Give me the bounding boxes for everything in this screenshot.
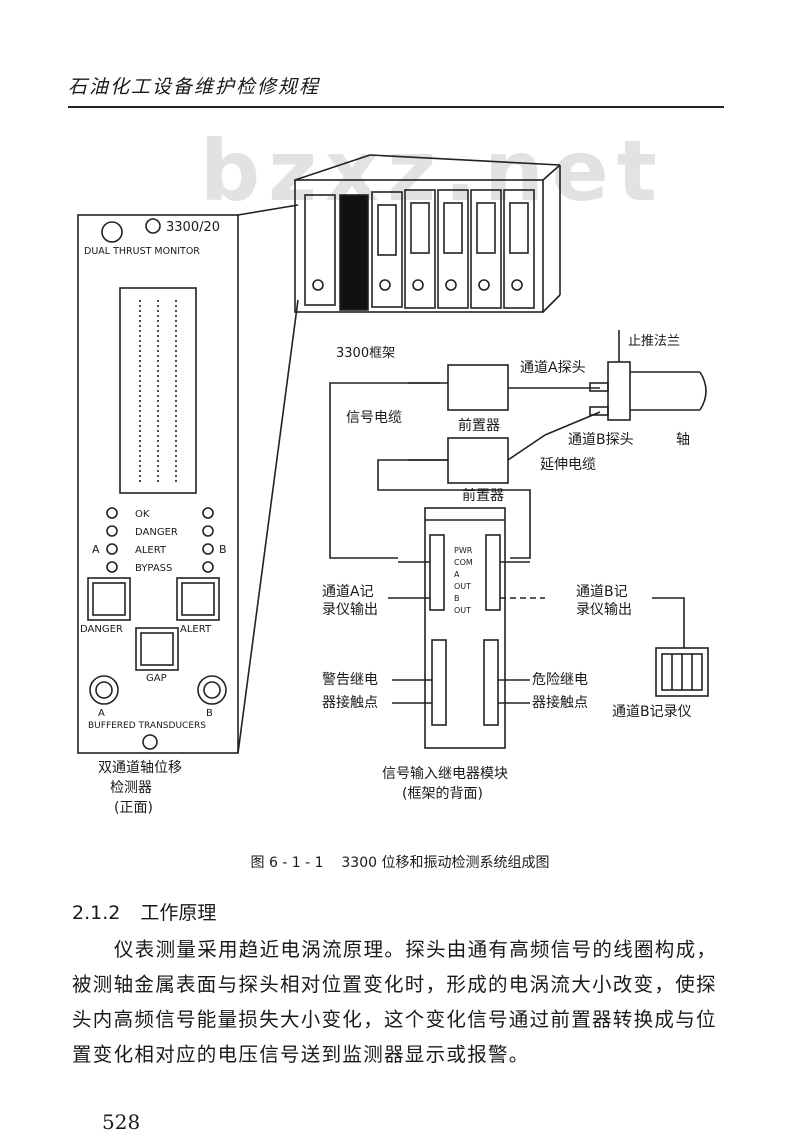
figure-caption: 图 6 - 1 - 1 3300 位移和振动检测系统组成图 [0, 852, 800, 872]
page-number: 528 [102, 1110, 141, 1134]
monitor-name: DUAL THRUST MONITOR [84, 246, 200, 257]
section-number: 2.1.2 [72, 902, 121, 924]
light-danger: DANGER [135, 527, 178, 538]
gap-button [135, 627, 179, 671]
channel-b-recorder-label: 通道B记录仪 [612, 704, 692, 720]
figure-title: 3300 位移和振动检测系统组成图 [341, 855, 550, 871]
alarm-relay-label: 器接触点 [322, 694, 378, 711]
alarm-relay-label: 警告继电 [322, 672, 378, 688]
bargraph-window [119, 287, 197, 494]
preamp-2 [447, 437, 509, 484]
system-diagram: 3300/20 DUAL THRUST MONITOR OK DANGER AL… [77, 154, 709, 816]
channel-b-recorder-output-label: 通道B记 [576, 584, 628, 600]
monitor-panel [77, 214, 239, 754]
channel-a-probe-label: 通道A探头 [520, 360, 586, 376]
relay-module [424, 507, 506, 749]
extension-cable-label: 延伸电缆 [540, 457, 596, 473]
danger-relay-label: 危险继电 [532, 672, 588, 688]
terminal-label: OUT [454, 606, 471, 615]
channel-b-recorder-output-label: 录仪输出 [576, 602, 632, 618]
alert-label: ALERT [180, 624, 212, 635]
section-heading: 2.1.2 工作原理 [72, 898, 216, 925]
body-paragraph: 仪表测量采用趋近电涡流原理。探头由通有高频信号的线圈构成，被测轴金属表面与探头相… [72, 938, 718, 1066]
light-ok: OK [135, 509, 150, 520]
alert-button [176, 577, 220, 621]
danger-relay-label: 器接触点 [532, 694, 588, 711]
signal-cable-label: 信号电缆 [346, 410, 402, 426]
danger-button [87, 577, 131, 621]
preamp-1 [447, 364, 509, 411]
channel-b-mark: B [219, 543, 227, 556]
shaft-label: 轴 [676, 432, 690, 448]
rack-frame [294, 179, 544, 313]
terminal-label: COM [454, 558, 473, 567]
running-header: 石油化工设备维护检修规程 [68, 76, 321, 98]
channel-a-mark: A [92, 543, 100, 556]
connector-b [197, 675, 227, 705]
connector-a [89, 675, 119, 705]
rack-black-slot [339, 194, 369, 311]
rack-label: 3300框架 [336, 346, 395, 361]
terminal-label: A [454, 570, 460, 579]
signal-cable-a [329, 382, 440, 559]
preamp-2-label: 前置器 [462, 487, 504, 504]
relay-module-caption: (框架的背面) [402, 786, 483, 802]
header-rule [68, 106, 724, 108]
terminal-label: B [454, 594, 460, 603]
gap-label: GAP [146, 673, 167, 684]
channel-b-recorder [655, 647, 709, 697]
monitor-caption: 检测器 [110, 780, 152, 796]
connector-b-label: B [206, 708, 213, 719]
light-alert: ALERT [135, 545, 167, 556]
monitor-caption: 双通道轴位移 [98, 760, 182, 776]
channel-a-recorder-label: 录仪输出 [322, 602, 378, 618]
thrust-flange [607, 361, 631, 421]
monitor-caption: (正面) [114, 800, 153, 816]
light-bypass: BYPASS [135, 563, 172, 574]
figure-number: 图 6 - 1 - 1 [250, 855, 324, 871]
danger-label: DANGER [80, 624, 123, 635]
relay-module-caption: 信号输入继电器模块 [382, 766, 508, 782]
perspective-line-bottom [237, 299, 299, 754]
buffered-label: BUFFERED TRANSDUCERS [88, 721, 206, 731]
section-title: 工作原理 [140, 902, 217, 924]
thrust-flange-label: 止推法兰 [628, 334, 680, 349]
monitor-model: 3300/20 [166, 220, 220, 235]
connector-a-label: A [98, 708, 105, 719]
channel-a-recorder-label: 通道A记 [322, 584, 374, 600]
channel-b-probe-label: 通道B探头 [568, 432, 634, 448]
preamp-1-label: 前置器 [458, 417, 500, 434]
terminal-label: PWR [454, 546, 473, 555]
perspective-line-top [237, 204, 299, 216]
terminal-label: OUT [454, 582, 471, 591]
